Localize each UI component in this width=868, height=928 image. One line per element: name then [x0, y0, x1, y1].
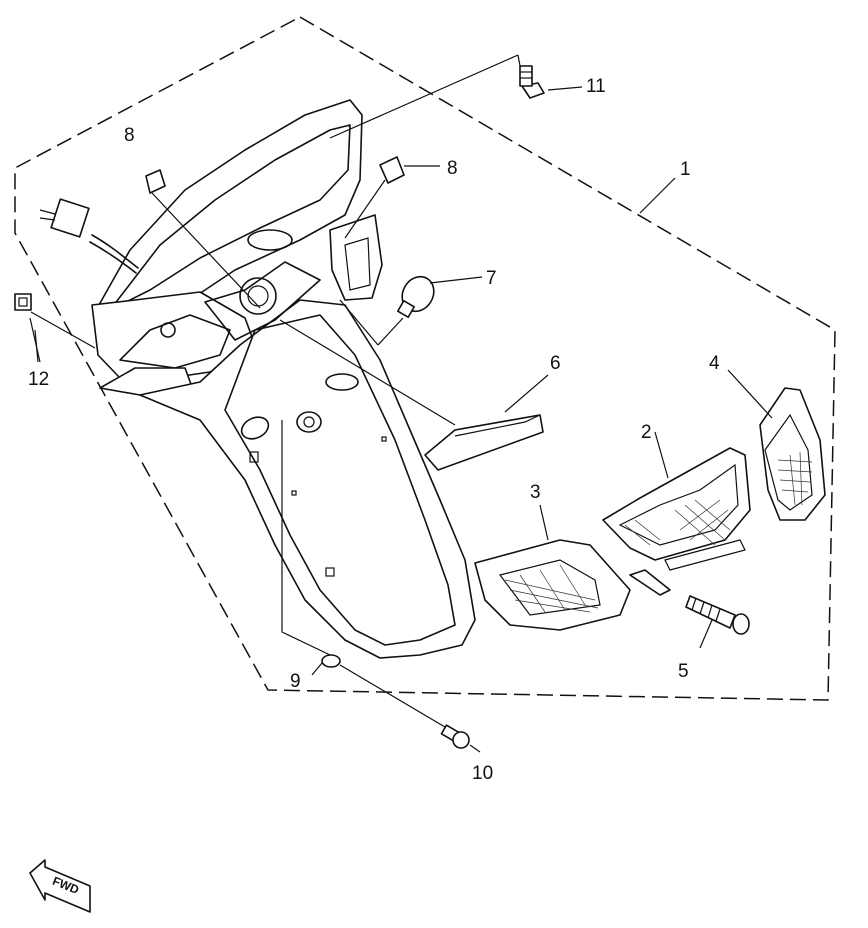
assembly-boundary [14, 16, 836, 701]
callout-11: 11 [586, 76, 606, 97]
callout-6: 6 [550, 353, 561, 374]
reflector-part-4 [727, 369, 826, 521]
lamp-part-2 [602, 431, 751, 596]
callout-8-right: 8 [447, 158, 458, 179]
callout-7: 7 [486, 268, 497, 289]
leader-part-1 [639, 177, 676, 214]
wire-harness [39, 198, 139, 274]
clip-part-12 [14, 293, 96, 363]
callout-10: 10 [472, 763, 493, 784]
bolt-part-10 [440, 724, 481, 753]
rear-fender-housing [91, 99, 476, 659]
callout-4: 4 [709, 353, 720, 374]
lens-plate-part-6 [279, 319, 549, 471]
bulb-part-7 [339, 275, 483, 346]
lens-part-3 [474, 504, 631, 631]
bulb-part-8-left [145, 169, 261, 309]
callout-9: 9 [290, 671, 301, 692]
screw-part-5 [685, 595, 750, 649]
callout-5: 5 [678, 661, 689, 682]
screw-part-11 [329, 54, 583, 139]
leader-part-12 [34, 329, 39, 363]
callout-1: 1 [680, 159, 691, 180]
grommet-part-9 [281, 420, 451, 731]
callout-12: 12 [28, 369, 49, 390]
bulb-part-8-right [344, 156, 440, 239]
callout-8-left: 8 [124, 125, 135, 146]
callout-2: 2 [641, 422, 652, 443]
callout-3: 3 [530, 482, 541, 503]
fwd-arrow-icon: FWD [29, 859, 91, 913]
